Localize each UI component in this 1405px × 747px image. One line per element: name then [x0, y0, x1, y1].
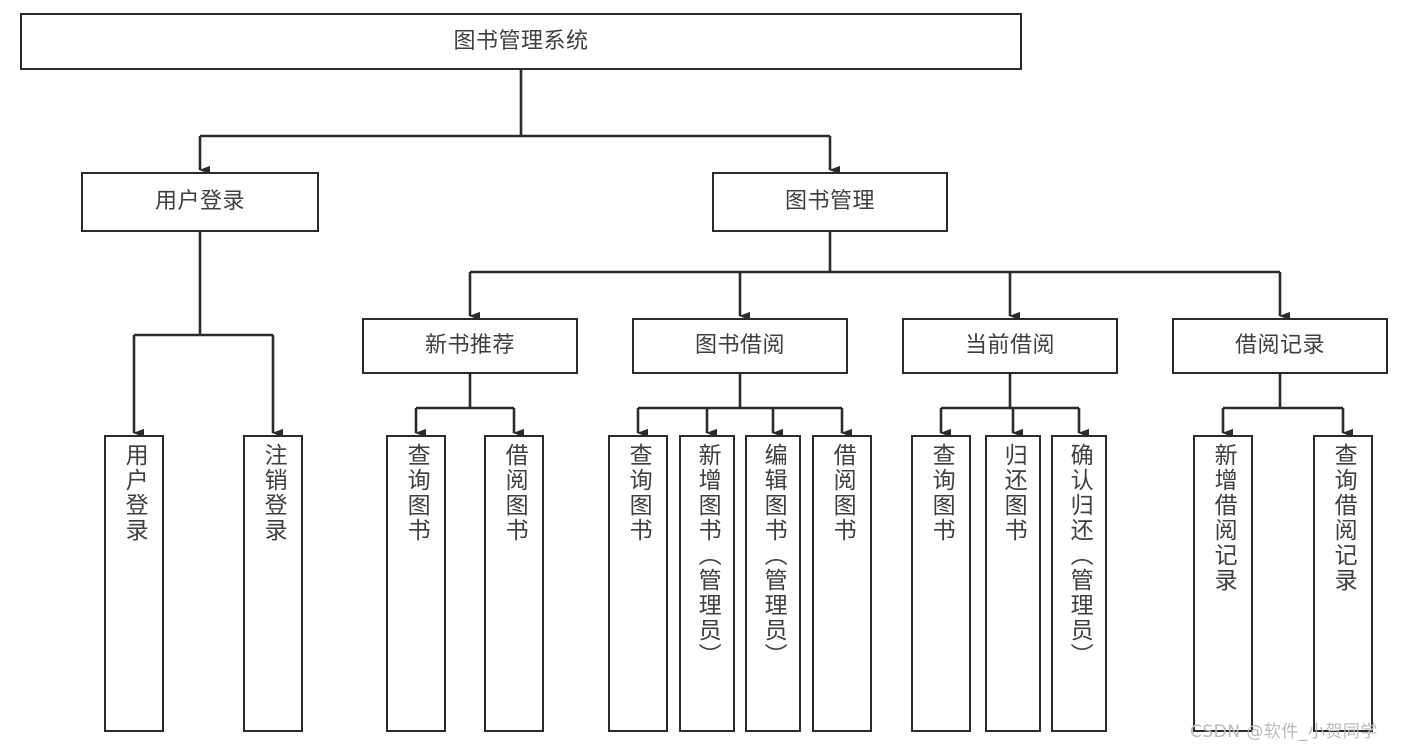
node-book-borrow[interactable]: 图书借阅: [632, 318, 848, 374]
node-leaf-logout-login[interactable]: 注销登录: [243, 435, 303, 732]
node-leaf-user-login[interactable]: 用户登录: [104, 435, 164, 732]
node-leaf-confirm-return-label: 确认归还（管理员）: [1066, 443, 1093, 668]
node-borrow-record-label: 借阅记录: [1234, 333, 1325, 359]
node-leaf-query-book-3[interactable]: 查询图书: [911, 435, 971, 732]
node-current-borrow[interactable]: 当前借阅: [902, 318, 1118, 374]
node-title-label: 图书管理系统: [453, 28, 589, 54]
node-leaf-query-book-2-label: 查询图书: [625, 443, 652, 543]
node-leaf-return-book[interactable]: 归还图书: [985, 435, 1041, 732]
node-leaf-logout-login-label: 注销登录: [260, 443, 287, 543]
node-user-login[interactable]: 用户登录: [81, 172, 319, 232]
node-book-borrow-label: 图书借阅: [694, 333, 785, 359]
node-leaf-edit-book[interactable]: 编辑图书（管理员）: [745, 435, 801, 732]
node-leaf-add-borrow-record[interactable]: 新增借阅记录: [1193, 435, 1253, 732]
csdn-watermark: CSDN @软件_小贺同学: [1190, 722, 1378, 742]
node-leaf-add-book[interactable]: 新增图书（管理员）: [679, 435, 735, 732]
node-leaf-query-book-2[interactable]: 查询图书: [608, 435, 668, 732]
node-leaf-add-borrow-record-label: 新增借阅记录: [1210, 443, 1237, 593]
node-book-manage-label: 图书管理: [784, 189, 875, 215]
node-new-book-recommend-label: 新书推荐: [424, 333, 515, 359]
node-leaf-query-book-3-label: 查询图书: [928, 443, 955, 543]
node-leaf-borrow-book-2-label: 借阅图书: [829, 443, 856, 543]
node-leaf-add-book-label: 新增图书（管理员）: [694, 443, 721, 668]
node-new-book-recommend[interactable]: 新书推荐: [362, 318, 578, 374]
node-leaf-query-book-1-label: 查询图书: [403, 443, 430, 543]
node-leaf-confirm-return[interactable]: 确认归还（管理员）: [1051, 435, 1107, 732]
node-leaf-query-borrow-record[interactable]: 查询借阅记录: [1313, 435, 1373, 732]
node-current-borrow-label: 当前借阅: [964, 333, 1055, 359]
node-leaf-return-book-label: 归还图书: [1000, 443, 1027, 543]
node-leaf-borrow-book-1[interactable]: 借阅图书: [484, 435, 544, 732]
node-borrow-record[interactable]: 借阅记录: [1172, 318, 1388, 374]
node-leaf-borrow-book-2[interactable]: 借阅图书: [812, 435, 872, 732]
node-user-login-label: 用户登录: [154, 189, 245, 215]
node-leaf-edit-book-label: 编辑图书（管理员）: [760, 443, 787, 668]
node-leaf-user-login-label: 用户登录: [121, 443, 148, 543]
node-leaf-query-borrow-record-label: 查询借阅记录: [1330, 443, 1357, 593]
node-book-manage[interactable]: 图书管理: [712, 172, 948, 232]
node-leaf-borrow-book-1-label: 借阅图书: [501, 443, 528, 543]
node-leaf-query-book-1[interactable]: 查询图书: [386, 435, 446, 732]
node-title[interactable]: 图书管理系统: [20, 13, 1022, 70]
